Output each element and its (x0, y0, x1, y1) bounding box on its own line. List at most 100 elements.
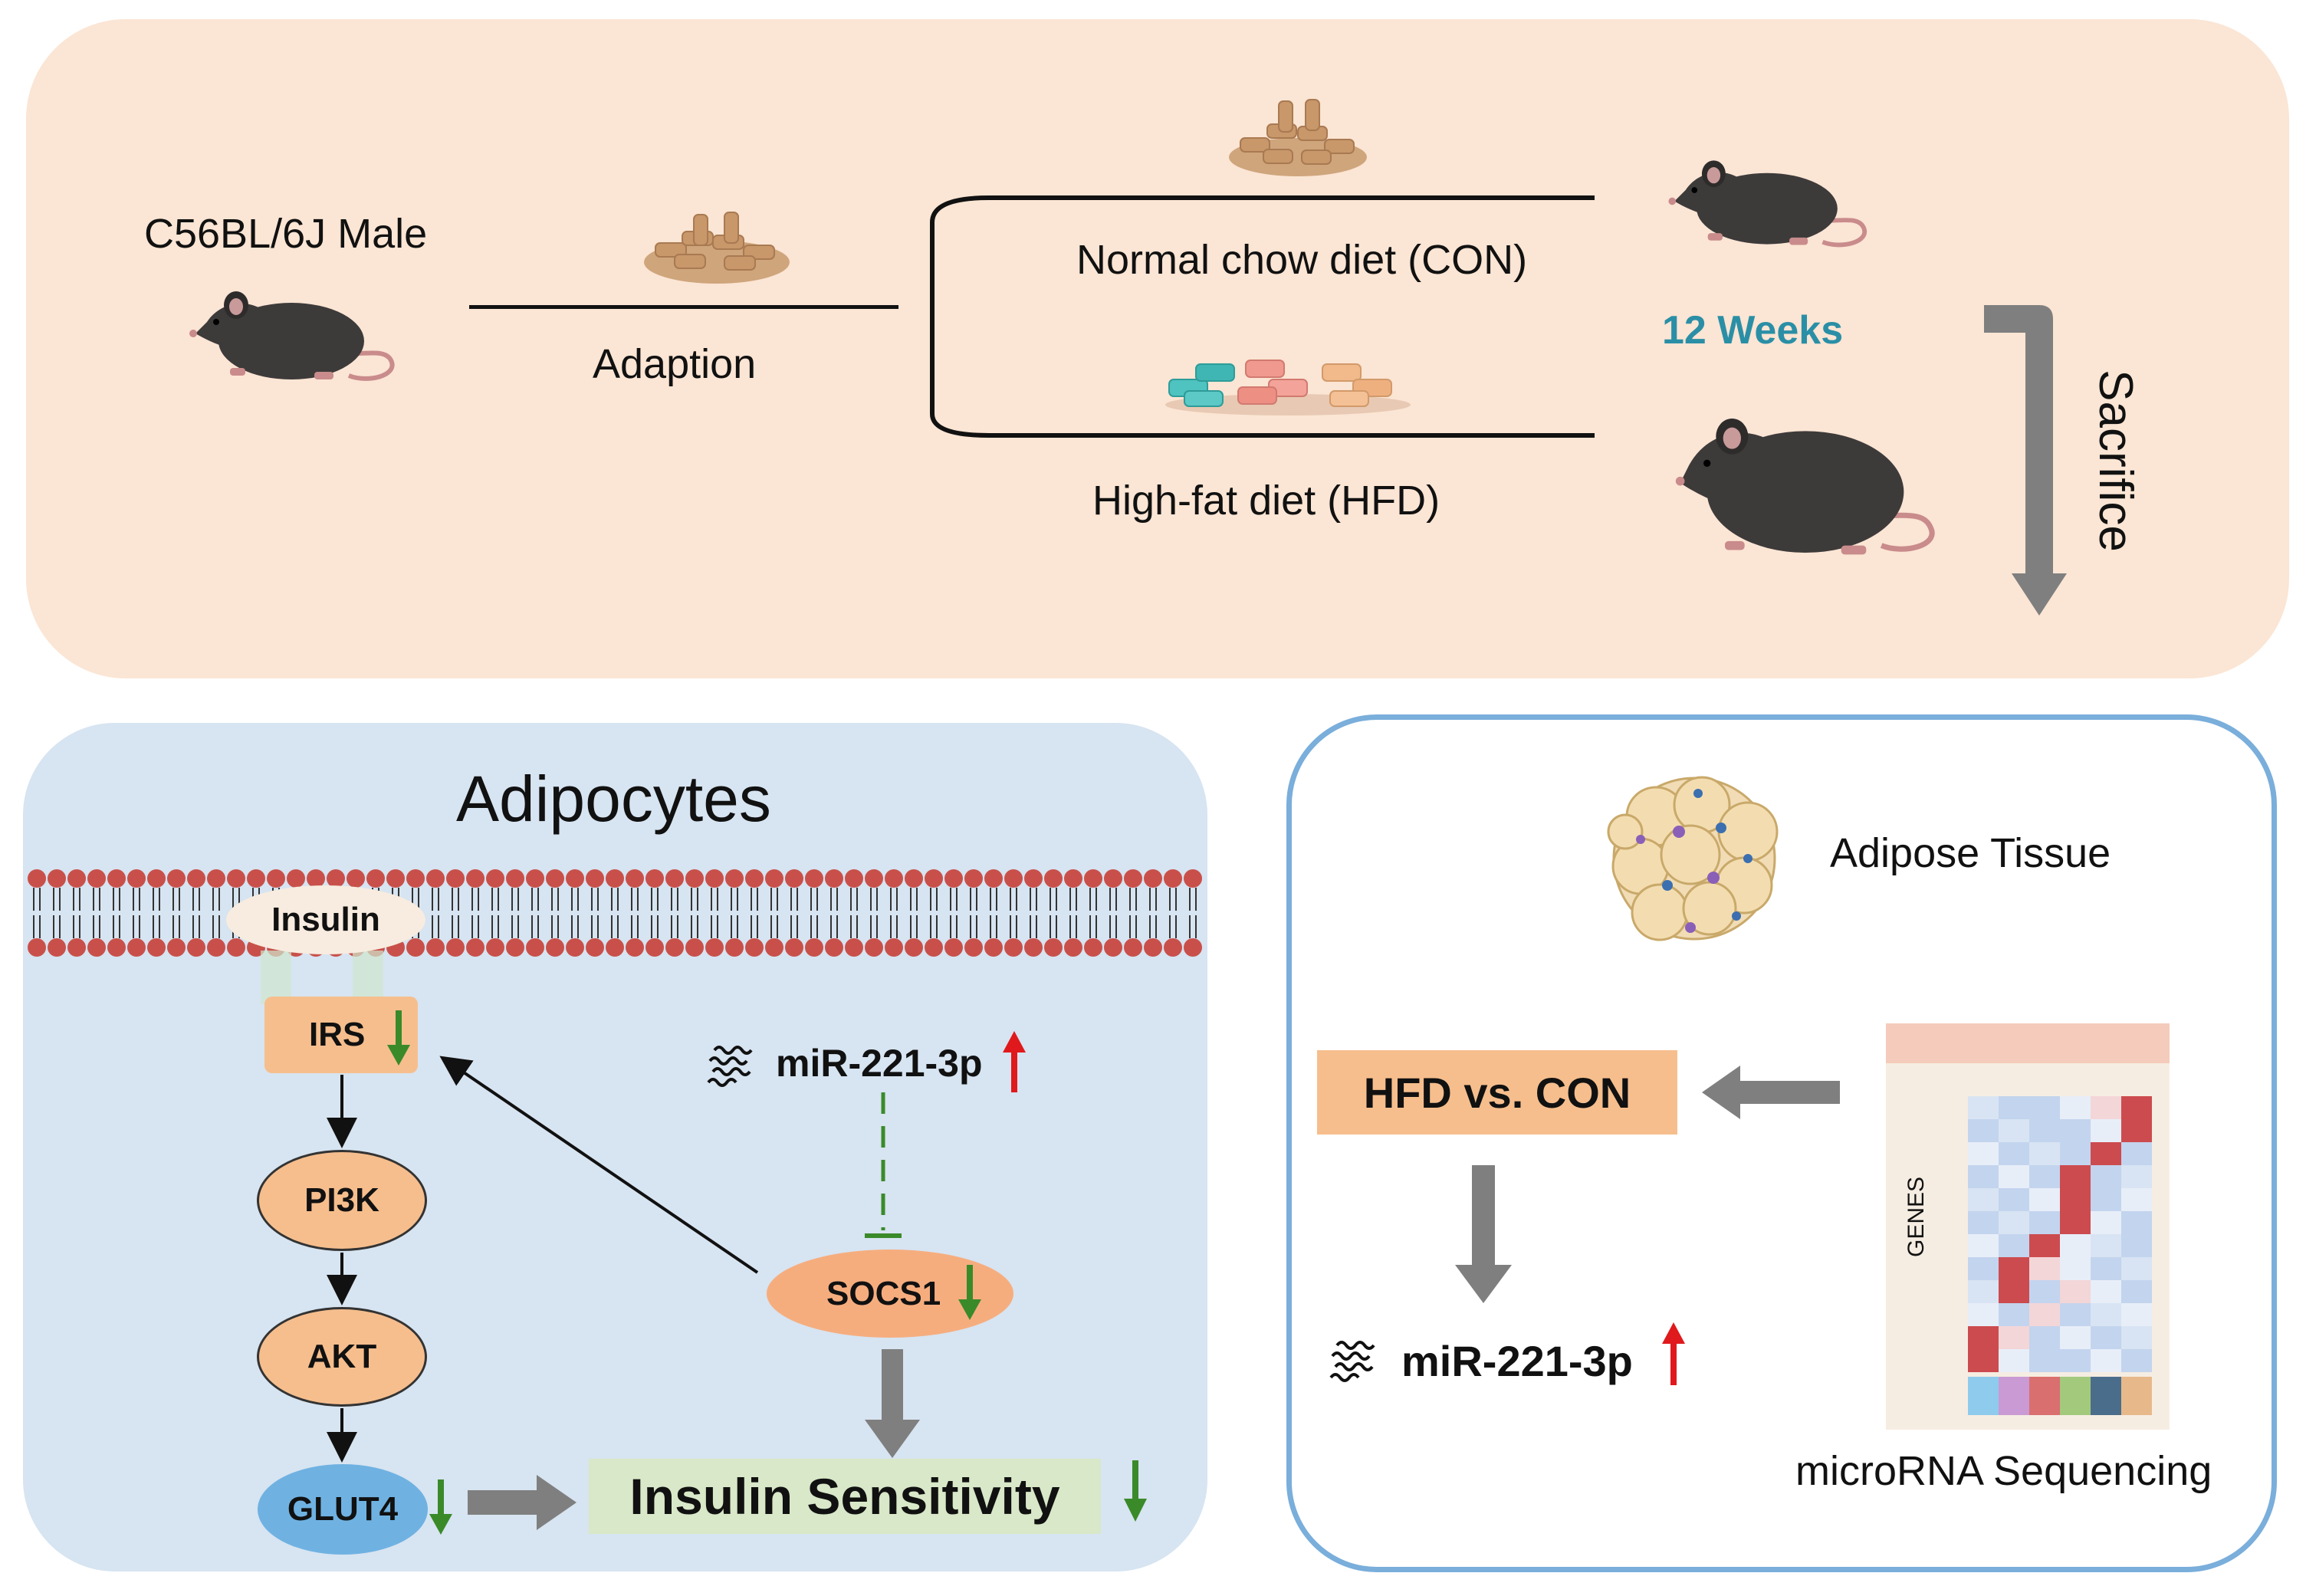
adaption-label: Adaption (593, 341, 757, 387)
heatmap-cell (2091, 1326, 2121, 1349)
lipid-head (765, 938, 783, 957)
lipid-head (67, 869, 86, 888)
lipid-head (1124, 869, 1142, 888)
lipid-head (67, 938, 86, 957)
heatmap-cell (1968, 1165, 1999, 1188)
lipid-head (127, 938, 146, 957)
lipid-head (87, 869, 106, 888)
lipid-head (805, 938, 823, 957)
lipid-head (167, 869, 186, 888)
heatmap-cell (1968, 1326, 1999, 1349)
heatmap-cell (2029, 1303, 2060, 1326)
heatmap-cell (2060, 1280, 2091, 1303)
lipid-head (825, 869, 843, 888)
lipid-tail (192, 888, 200, 938)
lipid-tail (1069, 888, 1077, 938)
socs1-down-arrow (958, 1265, 981, 1320)
lipid-head (1004, 938, 1023, 957)
lipid-head (1124, 938, 1142, 957)
lipid-tail (53, 888, 61, 938)
lipid-head (925, 869, 943, 888)
insulin-node: Insulin (226, 885, 425, 954)
lipid-head (486, 938, 504, 957)
heatmap-cell (1999, 1303, 2029, 1326)
heatmap-cell (1999, 1326, 2029, 1349)
lipid-head (1164, 938, 1182, 957)
lipid-head (446, 869, 465, 888)
lipid-head (127, 869, 146, 888)
lipid-tail (491, 888, 499, 938)
lipid-head (1064, 938, 1082, 957)
result-up-arrow (1662, 1322, 1685, 1385)
heatmap-cell (1968, 1142, 1999, 1165)
lipid-head (247, 869, 265, 888)
lipid-head (785, 869, 803, 888)
hfd-diet-label: High-fat diet (HFD) (1092, 478, 1440, 524)
lipid-head (207, 869, 225, 888)
glut4-node: GLUT4 (258, 1464, 428, 1555)
lipid-head (626, 938, 644, 957)
duration-label: 12 Weeks (1662, 308, 1844, 353)
lipid-head (366, 869, 385, 888)
heatmap-cell (2121, 1257, 2152, 1280)
lipid-head (885, 869, 903, 888)
heatmap-cell (1968, 1303, 1999, 1326)
lipid-head (645, 938, 664, 957)
lipid-head (546, 938, 564, 957)
heatmap-cell (2060, 1257, 2091, 1280)
lipid-tail (1050, 888, 1057, 938)
heatmap-cell (2091, 1303, 2121, 1326)
lipid-head (347, 869, 365, 888)
insulin-receptor (261, 951, 383, 1004)
lipid-head (586, 869, 604, 888)
pi3k-node: PI3K (257, 1150, 427, 1251)
adipose-tissue-label: Adipose Tissue (1830, 830, 2111, 876)
lipid-head (28, 869, 46, 888)
heatmap-cell (1999, 1119, 2029, 1142)
lipid-tail (1030, 888, 1037, 938)
lipid-head (725, 869, 744, 888)
lipid-head (845, 938, 863, 957)
irs-down-arrow (387, 1010, 410, 1066)
lipid-head (825, 938, 843, 957)
lipid-tail (511, 888, 519, 938)
heatmap-cell (2121, 1188, 2152, 1211)
mirna-label: miR-221-3p (776, 1042, 983, 1085)
chow-food-icon (644, 212, 790, 284)
mirna-wave-icon (707, 1046, 753, 1087)
heatmap-cell (2121, 1234, 2152, 1257)
insulin-sensitivity-label: Insulin Sensitivity (629, 1468, 1060, 1525)
lipid-head (506, 869, 524, 888)
lipid-head (1044, 938, 1063, 957)
adipocytes-title: Adipocytes (456, 763, 771, 835)
heatmap-cell (2091, 1211, 2121, 1234)
lipid-head (107, 869, 126, 888)
lipid-tail (990, 888, 997, 938)
lipid-head (1084, 869, 1102, 888)
heatmap-cell (1999, 1280, 2029, 1303)
lipid-head (1184, 938, 1202, 957)
heatmap-cell (2060, 1119, 2091, 1142)
lipid-head (526, 938, 544, 957)
lipid-head (905, 869, 923, 888)
lipid-head (606, 938, 624, 957)
heatmap-cell (2121, 1326, 2152, 1349)
comparison-label: HFD vs. CON (1363, 1068, 1631, 1117)
lipid-tail (731, 888, 738, 938)
lipid-head (885, 938, 903, 957)
lipid-head (307, 869, 325, 888)
lipid-tail (970, 888, 977, 938)
heatmap-cell (2060, 1211, 2091, 1234)
high-fat-food-icon (1165, 360, 1411, 415)
result-mirna-label: miR-221-3p (1401, 1337, 1633, 1385)
lipid-tail (93, 888, 100, 938)
lipid-tail (790, 888, 798, 938)
lipid-tail (212, 888, 220, 938)
lipid-tail (611, 888, 619, 938)
heatmap-cell (2121, 1119, 2152, 1142)
lipid-tail (33, 888, 41, 938)
con-diet-label: Normal chow diet (CON) (1076, 237, 1528, 283)
lipid-tail (850, 888, 858, 938)
lipid-head (865, 938, 883, 957)
lipid-tail (631, 888, 639, 938)
